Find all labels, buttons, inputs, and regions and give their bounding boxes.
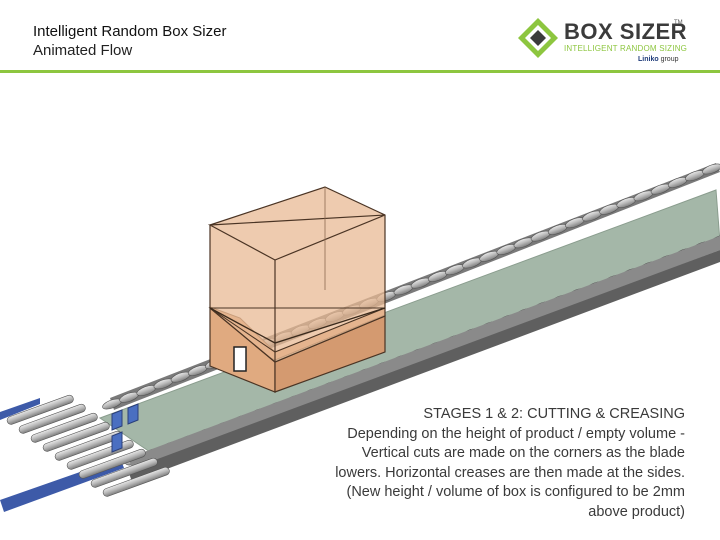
infeed-roller — [90, 457, 158, 488]
page-title: Intelligent Random Box Sizer — [33, 23, 227, 40]
conveyor-belt — [98, 189, 720, 453]
header-divider — [0, 70, 720, 73]
infeed-roller — [102, 466, 170, 497]
pusher-blocks — [111, 403, 139, 453]
page-subtitle: Animated Flow — [33, 42, 133, 59]
roller — [702, 163, 720, 175]
infeed-roller — [78, 448, 146, 479]
logo-group: Liniko group — [638, 56, 678, 63]
infeed-roller — [6, 394, 74, 425]
logo-tagline: INTELLIGENT RANDOM SIZING — [564, 44, 688, 53]
logo-wordmark: BOX SIZER — [564, 19, 688, 44]
caption-heading: STAGES 1 & 2: CUTTING & CREASING — [423, 406, 685, 422]
conveyor-illustration — [0, 163, 720, 512]
logo-group-brand: Liniko — [638, 56, 659, 63]
logo-group-suffix: group — [660, 56, 679, 63]
stage-caption: STAGES 1 & 2: CUTTING & CREASING Dependi… — [330, 405, 685, 522]
header: Intelligent Random Box Sizer Animated Fl… — [0, 0, 720, 73]
diamond-box-icon — [518, 18, 558, 58]
infeed-roller — [42, 421, 110, 452]
box-sizer-logo: BOX SIZER TM INTELLIGENT RANDOM SIZING L… — [516, 14, 706, 70]
cardboard-box — [207, 186, 386, 393]
logo-trademark: TM — [674, 20, 683, 26]
caption-body: Depending on the height of product / emp… — [335, 425, 685, 520]
near-side-rail — [125, 234, 720, 482]
infeed-roller — [18, 403, 86, 434]
infeed-roller — [30, 412, 98, 443]
